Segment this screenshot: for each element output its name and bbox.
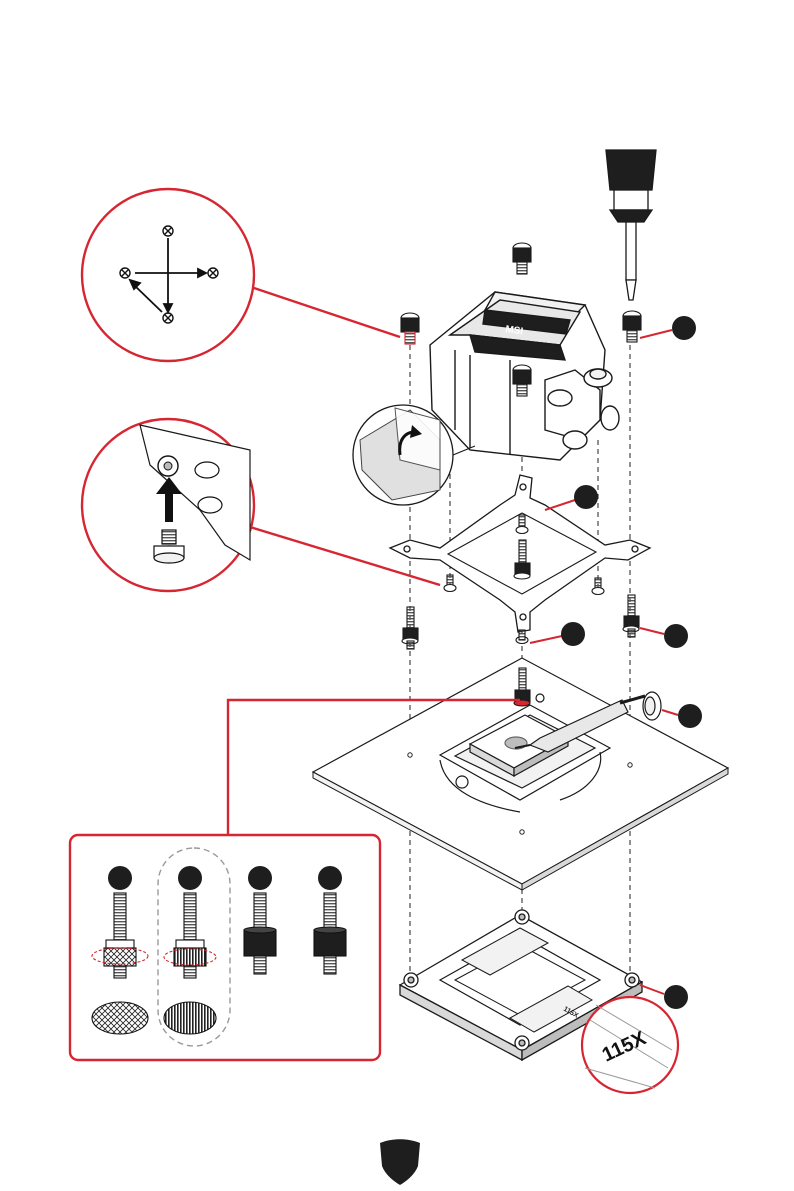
thumbscrew-icon <box>513 243 531 274</box>
step-marker <box>318 866 342 890</box>
thumbscrew-icon <box>401 313 419 344</box>
step-marker <box>108 866 132 890</box>
step-marker <box>664 985 688 1009</box>
step-marker <box>248 866 272 890</box>
step-marker <box>561 622 585 646</box>
standoff-right <box>623 595 639 637</box>
pump-mount-callout <box>82 189 400 361</box>
step-marker <box>664 624 688 648</box>
step-marker <box>574 485 598 509</box>
thumbscrew-icon <box>623 311 641 342</box>
page-shield-icon <box>380 1139 420 1185</box>
step-marker <box>178 866 202 890</box>
socket-marking-zoom: 115X <box>582 997 678 1093</box>
screwdriver-icon <box>606 150 656 300</box>
step-marker <box>672 316 696 340</box>
standoff-left <box>402 607 418 649</box>
step-marker <box>678 704 702 728</box>
